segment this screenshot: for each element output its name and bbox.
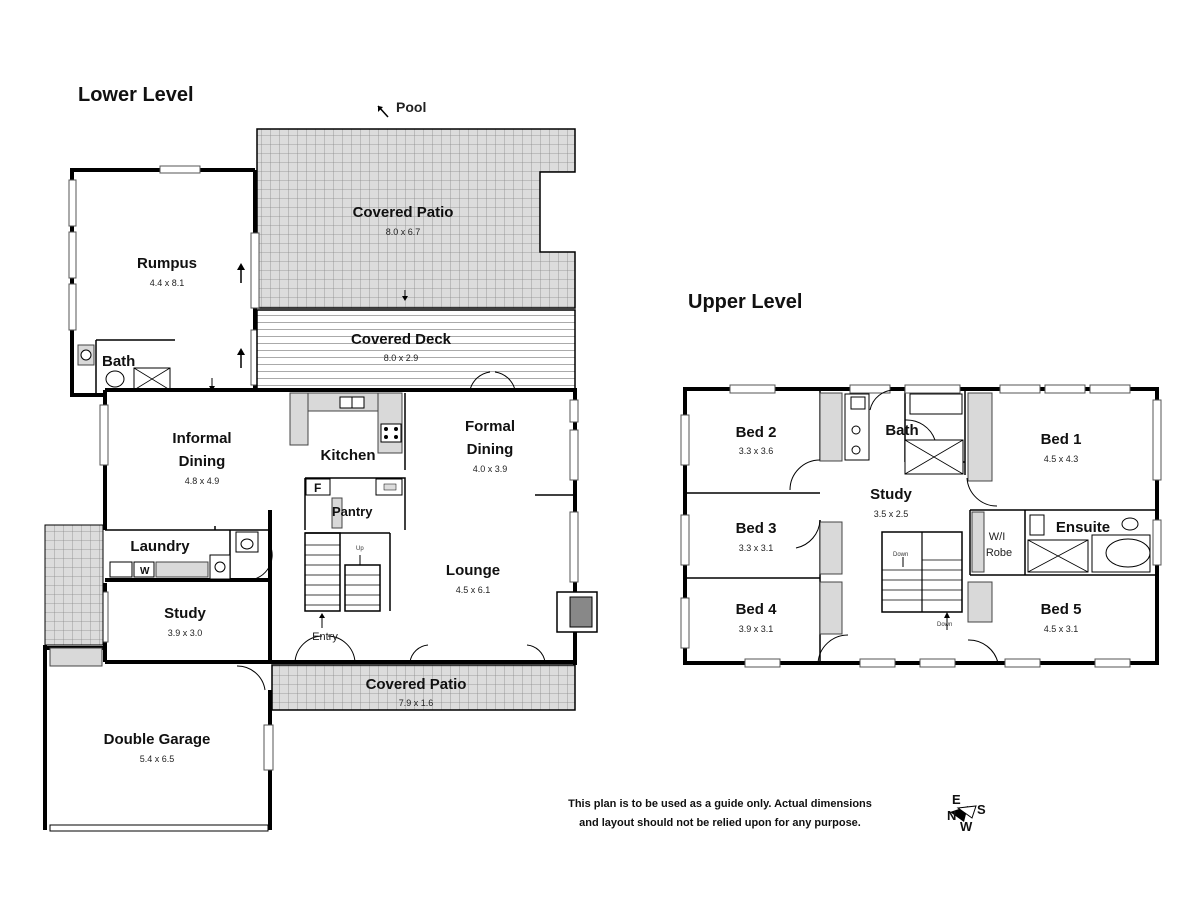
informal-dining-window [99,404,109,466]
covered-patio-top-label: Covered Patio [353,204,454,221]
covered-deck [256,309,576,391]
rumpus-sliding-door [250,232,260,309]
informal-dining-dim: 4.8 x 4.9 [185,476,220,486]
lounge-window [569,511,579,583]
lower-stairs [304,532,391,628]
study-label: Study [164,605,206,622]
pantry [304,477,406,530]
lounge-dim: 4.5 x 6.1 [456,585,491,595]
svg-text:E: E [952,792,961,807]
bed2-dim: 3.3 x 3.6 [739,446,774,456]
formal-dining-window-1 [569,399,579,423]
upper-stairs [881,531,963,630]
formal-dining-window-2 [569,429,579,481]
kitchen-fitout [289,392,406,470]
covered-patio-top-dim: 8.0 x 6.7 [386,227,421,237]
pool-label: Pool [396,99,426,115]
lower-bath [77,339,175,395]
upper-study-label: Study [870,486,912,503]
french-doors-deck [469,371,516,391]
upper-doors [789,389,999,664]
svg-text:W: W [960,819,973,834]
covered-patio-bottom-label: Covered Patio [366,676,467,693]
bed3-dim: 3.3 x 3.1 [739,543,774,553]
bed2-label: Bed 2 [736,424,777,441]
laundry-label: Laundry [130,538,190,555]
upper-bath-fixtures [844,393,964,475]
pool-arrow-icon [377,105,389,118]
covered-patio-top [256,128,576,309]
pantry-label: Pantry [332,504,373,519]
formal-dining-label-1: Formal [465,418,515,435]
upper-windows [680,384,1162,668]
bed1-dim: 4.5 x 4.3 [1044,454,1079,464]
lounge-label: Lounge [446,562,500,579]
up-arrow-icon [209,263,408,391]
wir-label-2: Robe [986,547,1012,559]
upper-bath-label: Bath [885,422,918,439]
washer-label: W [140,566,150,577]
fireplace [556,591,598,633]
bed4-dim: 3.9 x 3.1 [739,624,774,634]
rumpus-dim: 4.4 x 8.1 [150,278,185,288]
side-tiled-strip [44,524,104,646]
informal-dining-label-2: Dining [179,453,226,470]
double-garage-label: Double Garage [104,731,211,748]
entry-label: Entry [312,631,338,643]
upper-robes [819,392,993,635]
covered-patio-bottom-dim: 7.9 x 1.6 [399,698,434,708]
stairs-down-marker-1: Down [893,552,908,558]
rumpus-window-2 [68,231,77,279]
ensuite-label: Ensuite [1056,519,1110,536]
formal-dining-label-2: Dining [467,441,514,458]
fridge-label: F [314,481,321,495]
svg-text:N: N [947,808,956,823]
stairs-up-marker: Up [356,546,364,552]
upper-level-title: Upper Level [688,291,802,313]
covered-deck-label: Covered Deck [351,331,452,348]
bed5-dim: 4.5 x 3.1 [1044,624,1079,634]
garage [43,645,274,832]
double-garage-dim: 5.4 x 6.5 [140,754,175,764]
study-dim: 3.9 x 3.0 [168,628,203,638]
bed5-label: Bed 5 [1041,601,1082,618]
lower-level-title: Lower Level [78,84,194,106]
disclaimer-line-2: and layout should not be relied upon for… [579,817,861,829]
covered-deck-dim: 8.0 x 2.9 [384,353,419,363]
rumpus-window-top [159,165,201,174]
rumpus-window-1 [68,179,77,227]
rumpus-label: Rumpus [137,255,197,272]
disclaimer-line-1: This plan is to be used as a guide only.… [568,798,872,810]
entry-doors [294,635,546,663]
svg-text:S: S [977,802,986,817]
rumpus-window-3 [68,283,77,331]
compass-icon: N E S W [947,792,986,834]
wir-label-1: W/I [989,531,1006,543]
bed3-label: Bed 3 [736,520,777,537]
upper-study-dim: 3.5 x 2.5 [874,509,909,519]
bed4-label: Bed 4 [736,601,778,618]
formal-dining-dim: 4.0 x 3.9 [473,464,508,474]
lower-bath-label: Bath [102,353,135,370]
stairs-down-marker-2: Down [937,622,952,628]
ensuite-fixtures [1027,514,1151,573]
covered-patio-bottom [271,664,576,711]
kitchen-label: Kitchen [320,447,375,464]
laundry-area [105,529,273,582]
informal-dining-label-1: Informal [172,430,231,447]
bed1-label: Bed 1 [1041,431,1082,448]
